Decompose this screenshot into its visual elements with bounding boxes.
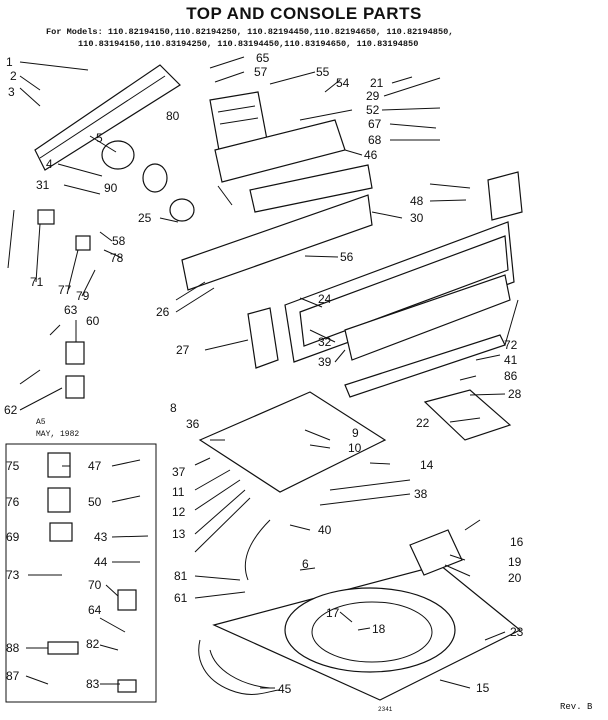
- callout-77: 77: [58, 283, 72, 297]
- callout-43: 43: [94, 530, 108, 544]
- dispenser-shape: [423, 389, 512, 441]
- callout-62: 62: [4, 403, 18, 417]
- callout-11: 11: [172, 485, 185, 499]
- callout-79: 79: [76, 289, 90, 303]
- callout-73: 73: [6, 568, 20, 582]
- callout-69: 69: [6, 530, 20, 544]
- callout-40: 40: [318, 523, 332, 537]
- callout-54: 54: [336, 76, 350, 90]
- callout-21: 21: [370, 76, 384, 90]
- callout-36: 36: [186, 417, 200, 431]
- callout-88: 88: [6, 641, 20, 655]
- callout-2: 5: [96, 131, 103, 145]
- callout-10: 10: [348, 441, 362, 455]
- callout-48: 48: [410, 194, 424, 208]
- callout-24: 24: [318, 292, 332, 306]
- callout-63: 63: [64, 303, 78, 317]
- callout-22: 22: [416, 416, 430, 430]
- switch-60-shape: [65, 341, 85, 365]
- callout-65: 65: [256, 51, 270, 65]
- callout-23: 23: [510, 625, 524, 639]
- callout-18: 18: [372, 622, 386, 636]
- end-cap-left-shape: [247, 307, 279, 369]
- model-numbers-line-2: 110.83194150,110.83194250, 110.83194450,…: [78, 39, 419, 49]
- parts-drawing: [5, 64, 523, 703]
- callout-28: 28: [508, 387, 522, 401]
- callout-67: 67: [368, 117, 382, 131]
- callout-25: 25: [138, 211, 152, 225]
- callout-20: 20: [508, 571, 522, 585]
- rear-panel-shape: [34, 64, 181, 171]
- date-code-line-1: A5: [36, 418, 46, 427]
- callout-15: 15: [476, 681, 490, 695]
- callout-44: 44: [94, 555, 108, 569]
- callout-82: 82: [86, 637, 100, 651]
- callout-80: 80: [166, 109, 180, 123]
- callout-60: 60: [86, 314, 100, 328]
- callout-46: 46: [364, 148, 378, 162]
- callout-37: 37: [172, 465, 186, 479]
- callout-1: 4: [46, 157, 53, 171]
- callout-86: 86: [504, 369, 518, 383]
- callout-58: 58: [112, 234, 126, 248]
- timer-shape: [101, 140, 135, 170]
- callout-76: 76: [6, 495, 20, 509]
- lid-opening-shape: [284, 587, 456, 673]
- callout-72: 72: [504, 338, 518, 352]
- callout-27: 27: [176, 343, 190, 357]
- callout-68: 68: [368, 133, 382, 147]
- callout-83: 83: [86, 677, 100, 691]
- callout-41: 41: [504, 353, 518, 367]
- callout-47: 47: [88, 459, 102, 473]
- model-numbers-line-1: For Models: 110.82194150,110.82194250, 1…: [46, 27, 454, 37]
- callout-4: 2: [10, 69, 17, 83]
- callout-31: 31: [36, 178, 50, 192]
- callout-9: 9: [352, 426, 359, 440]
- callout-17: 17: [326, 606, 340, 620]
- console-backsplash-shape: [181, 194, 373, 291]
- date-code-line-2: MAY, 1982: [36, 430, 80, 439]
- callout-56: 56: [340, 250, 354, 264]
- callout-5: 6: [302, 557, 309, 571]
- switch-62-shape: [65, 375, 85, 399]
- callout-52: 52: [366, 103, 380, 117]
- callout-50: 50: [88, 495, 102, 509]
- revision-label: Rev. B: [560, 702, 593, 712]
- callout-8: 8: [170, 401, 177, 415]
- diagram-title: TOP AND CONSOLE PARTS: [186, 4, 422, 23]
- callout-64: 64: [88, 603, 102, 617]
- callout-13: 13: [172, 527, 186, 541]
- top-plate-shape: [198, 391, 387, 493]
- callout-labels: 1 2 3 4 5 6 8 9 10 11 12 13 14 15 16 17 …: [4, 51, 524, 696]
- callout-29: 29: [366, 89, 380, 103]
- drawing-code: 2341: [378, 706, 393, 713]
- callout-71: 71: [30, 275, 44, 289]
- loose-parts-legend-box: [5, 443, 157, 703]
- callout-55: 55: [316, 65, 330, 79]
- callout-32: 32: [318, 335, 332, 349]
- callout-75: 75: [6, 459, 20, 473]
- leader-lines: [7, 56, 519, 689]
- callout-16: 16: [510, 535, 524, 549]
- callout-81: 81: [174, 569, 188, 583]
- callout-26: 26: [156, 305, 170, 319]
- callout-19: 19: [508, 555, 522, 569]
- callout-57: 57: [254, 65, 268, 79]
- callout-14: 14: [420, 458, 434, 472]
- callout-78: 78: [110, 251, 124, 265]
- callout-45: 45: [278, 682, 292, 696]
- callout-87: 87: [6, 669, 20, 683]
- callout-30: 30: [410, 211, 424, 225]
- callout-90: 90: [104, 181, 118, 195]
- callout-61: 61: [174, 591, 188, 605]
- callout-12: 12: [172, 505, 186, 519]
- callout-6: 1: [6, 55, 13, 69]
- callout-39: 39: [318, 355, 332, 369]
- callout-38: 38: [414, 487, 428, 501]
- end-cap-right-shape: [487, 171, 523, 221]
- callout-70: 70: [88, 578, 102, 592]
- callout-3: 3: [8, 85, 15, 99]
